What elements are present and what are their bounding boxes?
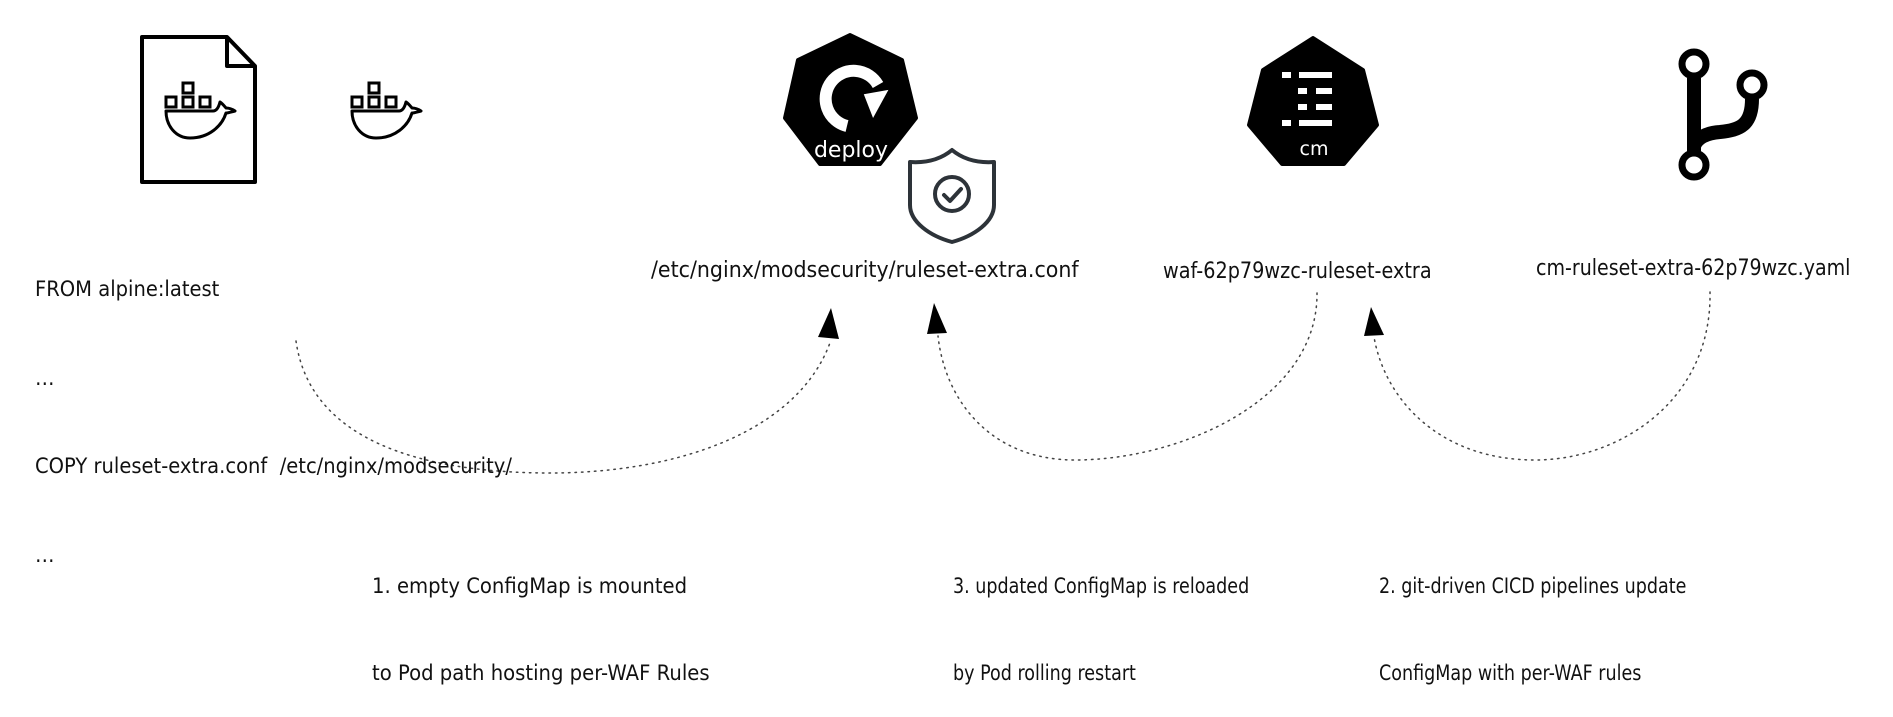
git-yaml-file-label: cm-ruleset-extra-62p79wzc.yaml [1536, 256, 1851, 281]
edge-2-arrowhead [1364, 307, 1384, 336]
dockerfile-line: COPY ruleset-extra.conf /etc/nginx/modse… [35, 454, 512, 478]
dockerfile-snippet: FROM alpine:latest … COPY ruleset-extra.… [35, 216, 512, 600]
list-lines-icon [1282, 72, 1332, 126]
edge-3-dotted-curve [937, 292, 1318, 461]
caption-line: 2. git-driven CICD pipelines update [1379, 574, 1687, 598]
edge-2-dotted-curve [1373, 291, 1711, 461]
edge-3-arrowhead [927, 303, 947, 334]
dockerfile-line: FROM alpine:latest [35, 277, 220, 301]
docker-whale-icon [350, 81, 423, 140]
docker-whale-icon [164, 81, 237, 140]
edge-2-caption: 2. git-driven CICD pipelines update Conf… [1379, 514, 1686, 717]
caption-line: by Pod rolling restart [953, 661, 1136, 685]
caption-line: to Pod path hosting per-WAF Rules [372, 661, 710, 685]
caption-line: 1. empty ConfigMap is mounted [372, 574, 688, 598]
caption-line: 3. updated ConfigMap is reloaded [953, 574, 1250, 598]
dockerfile-line: … [35, 365, 55, 390]
edge-3-caption: 3. updated ConfigMap is reloaded by Pod … [953, 514, 1249, 717]
deployment-mount-path-label: /etc/nginx/modsecurity/ruleset-extra.con… [651, 258, 1079, 283]
k8s-deploy-icon: deploy [783, 33, 918, 166]
edge-1-arrowhead [818, 308, 839, 339]
caption-line: ConfigMap with per-WAF rules [1379, 661, 1642, 685]
cm-icon-label: cm [1300, 138, 1329, 160]
edge-1-dotted-curve [295, 339, 832, 474]
configmap-name-label: waf-62p79wzc-ruleset-extra [1163, 259, 1432, 284]
shield-check-icon [908, 148, 996, 244]
edge-1-caption: 1. empty ConfigMap is mounted to Pod pat… [372, 514, 710, 717]
dockerfile-line: … [35, 542, 55, 567]
rotate-arrow-icon [819, 64, 889, 132]
git-branch-icon [1678, 48, 1768, 181]
diagram-canvas: deploy cm [140, 33, 1768, 474]
k8s-configmap-icon: cm [1247, 36, 1379, 166]
dockerfile-icon [140, 35, 257, 184]
deploy-icon-label: deploy [814, 138, 888, 163]
